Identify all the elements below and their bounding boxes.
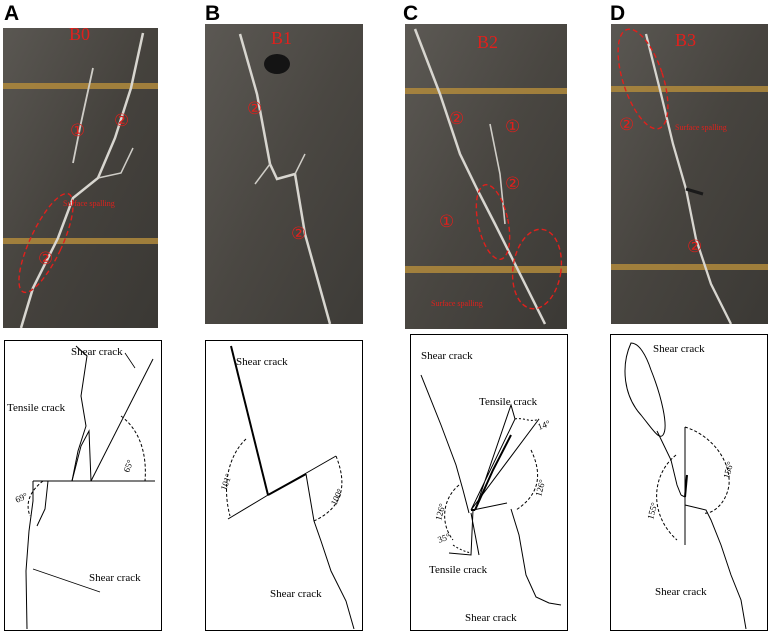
crack-mark: ② bbox=[247, 99, 262, 118]
crack-sketch-b3: Shear crack Shear crack 156° 155° bbox=[610, 334, 768, 631]
shear-crack-label: Shear crack bbox=[465, 612, 517, 624]
specimen-photo-b3: B3 ② ② Surface spalling bbox=[611, 24, 768, 324]
photo-annotation: Surface spalling bbox=[675, 123, 727, 132]
shear-crack-label: Shear crack bbox=[655, 586, 707, 598]
crack-mark: ① bbox=[70, 121, 85, 140]
panel-letter-c: C bbox=[403, 2, 419, 25]
shear-crack-label: Shear crack bbox=[270, 588, 322, 600]
angle-label: 14° bbox=[536, 418, 552, 432]
shear-crack-label: Shear crack bbox=[71, 346, 123, 358]
crack-mark: ② bbox=[38, 249, 53, 268]
tensile-crack-label: Tensile crack bbox=[7, 402, 66, 414]
crack-mark: ① bbox=[505, 117, 520, 136]
tensile-crack-label: Tensile crack bbox=[429, 564, 488, 576]
crack-mark: ② bbox=[114, 111, 129, 130]
shear-crack-label: Shear crack bbox=[89, 572, 141, 584]
specimen-label-b1: B1 bbox=[271, 28, 292, 48]
angle-label: 156° bbox=[721, 460, 735, 479]
angle-label: 126° bbox=[433, 502, 447, 521]
crack-mark: ① bbox=[439, 212, 454, 231]
shear-crack-label: Shear crack bbox=[421, 350, 473, 362]
crack-sketch-b1: Shear crack Shear crack 101° 100° bbox=[205, 340, 363, 631]
crack-mark: ② bbox=[619, 115, 634, 134]
specimen-photo-b1: B1 ② ② bbox=[205, 24, 363, 324]
specimen-label-b3: B3 bbox=[675, 30, 696, 50]
specimen-photo-b0: B0 ① ② ② Surface spalling bbox=[3, 28, 158, 328]
angle-label: 35° bbox=[436, 531, 452, 545]
crack-mark: ② bbox=[291, 224, 306, 243]
photo-annotation: Surface spalling bbox=[63, 199, 115, 208]
shear-crack-label: Shear crack bbox=[236, 356, 288, 368]
angle-label: 101° bbox=[218, 472, 233, 492]
crack-mark: ② bbox=[687, 237, 702, 256]
angle-label: 65° bbox=[121, 458, 135, 474]
panel-letter-a: A bbox=[4, 2, 20, 25]
crack-mark: ② bbox=[449, 109, 464, 128]
panel-letter-b: B bbox=[205, 2, 221, 25]
specimen-label-b0: B0 bbox=[69, 28, 90, 44]
crack-sketch-b0: Shear crack Tensile crack Shear crack 65… bbox=[4, 340, 162, 631]
shear-crack-label: Shear crack bbox=[653, 343, 705, 355]
tensile-crack-label: Tensile crack bbox=[479, 396, 538, 408]
photo-annotation: Surface spalling bbox=[431, 299, 483, 308]
panel-letter-d: D bbox=[610, 2, 626, 25]
crack-sketch-b2: Shear crack Tensile crack Tensile crack … bbox=[410, 334, 568, 631]
angle-label: 69° bbox=[14, 490, 30, 505]
specimen-photo-b2: B2 ② ① ② ① Surface spalling bbox=[405, 24, 567, 329]
angle-label: 155° bbox=[645, 501, 659, 520]
angle-label: 126° bbox=[533, 478, 547, 497]
angle-label: 100° bbox=[329, 487, 345, 507]
specimen-label-b2: B2 bbox=[477, 32, 498, 52]
crack-mark: ② bbox=[505, 174, 520, 193]
